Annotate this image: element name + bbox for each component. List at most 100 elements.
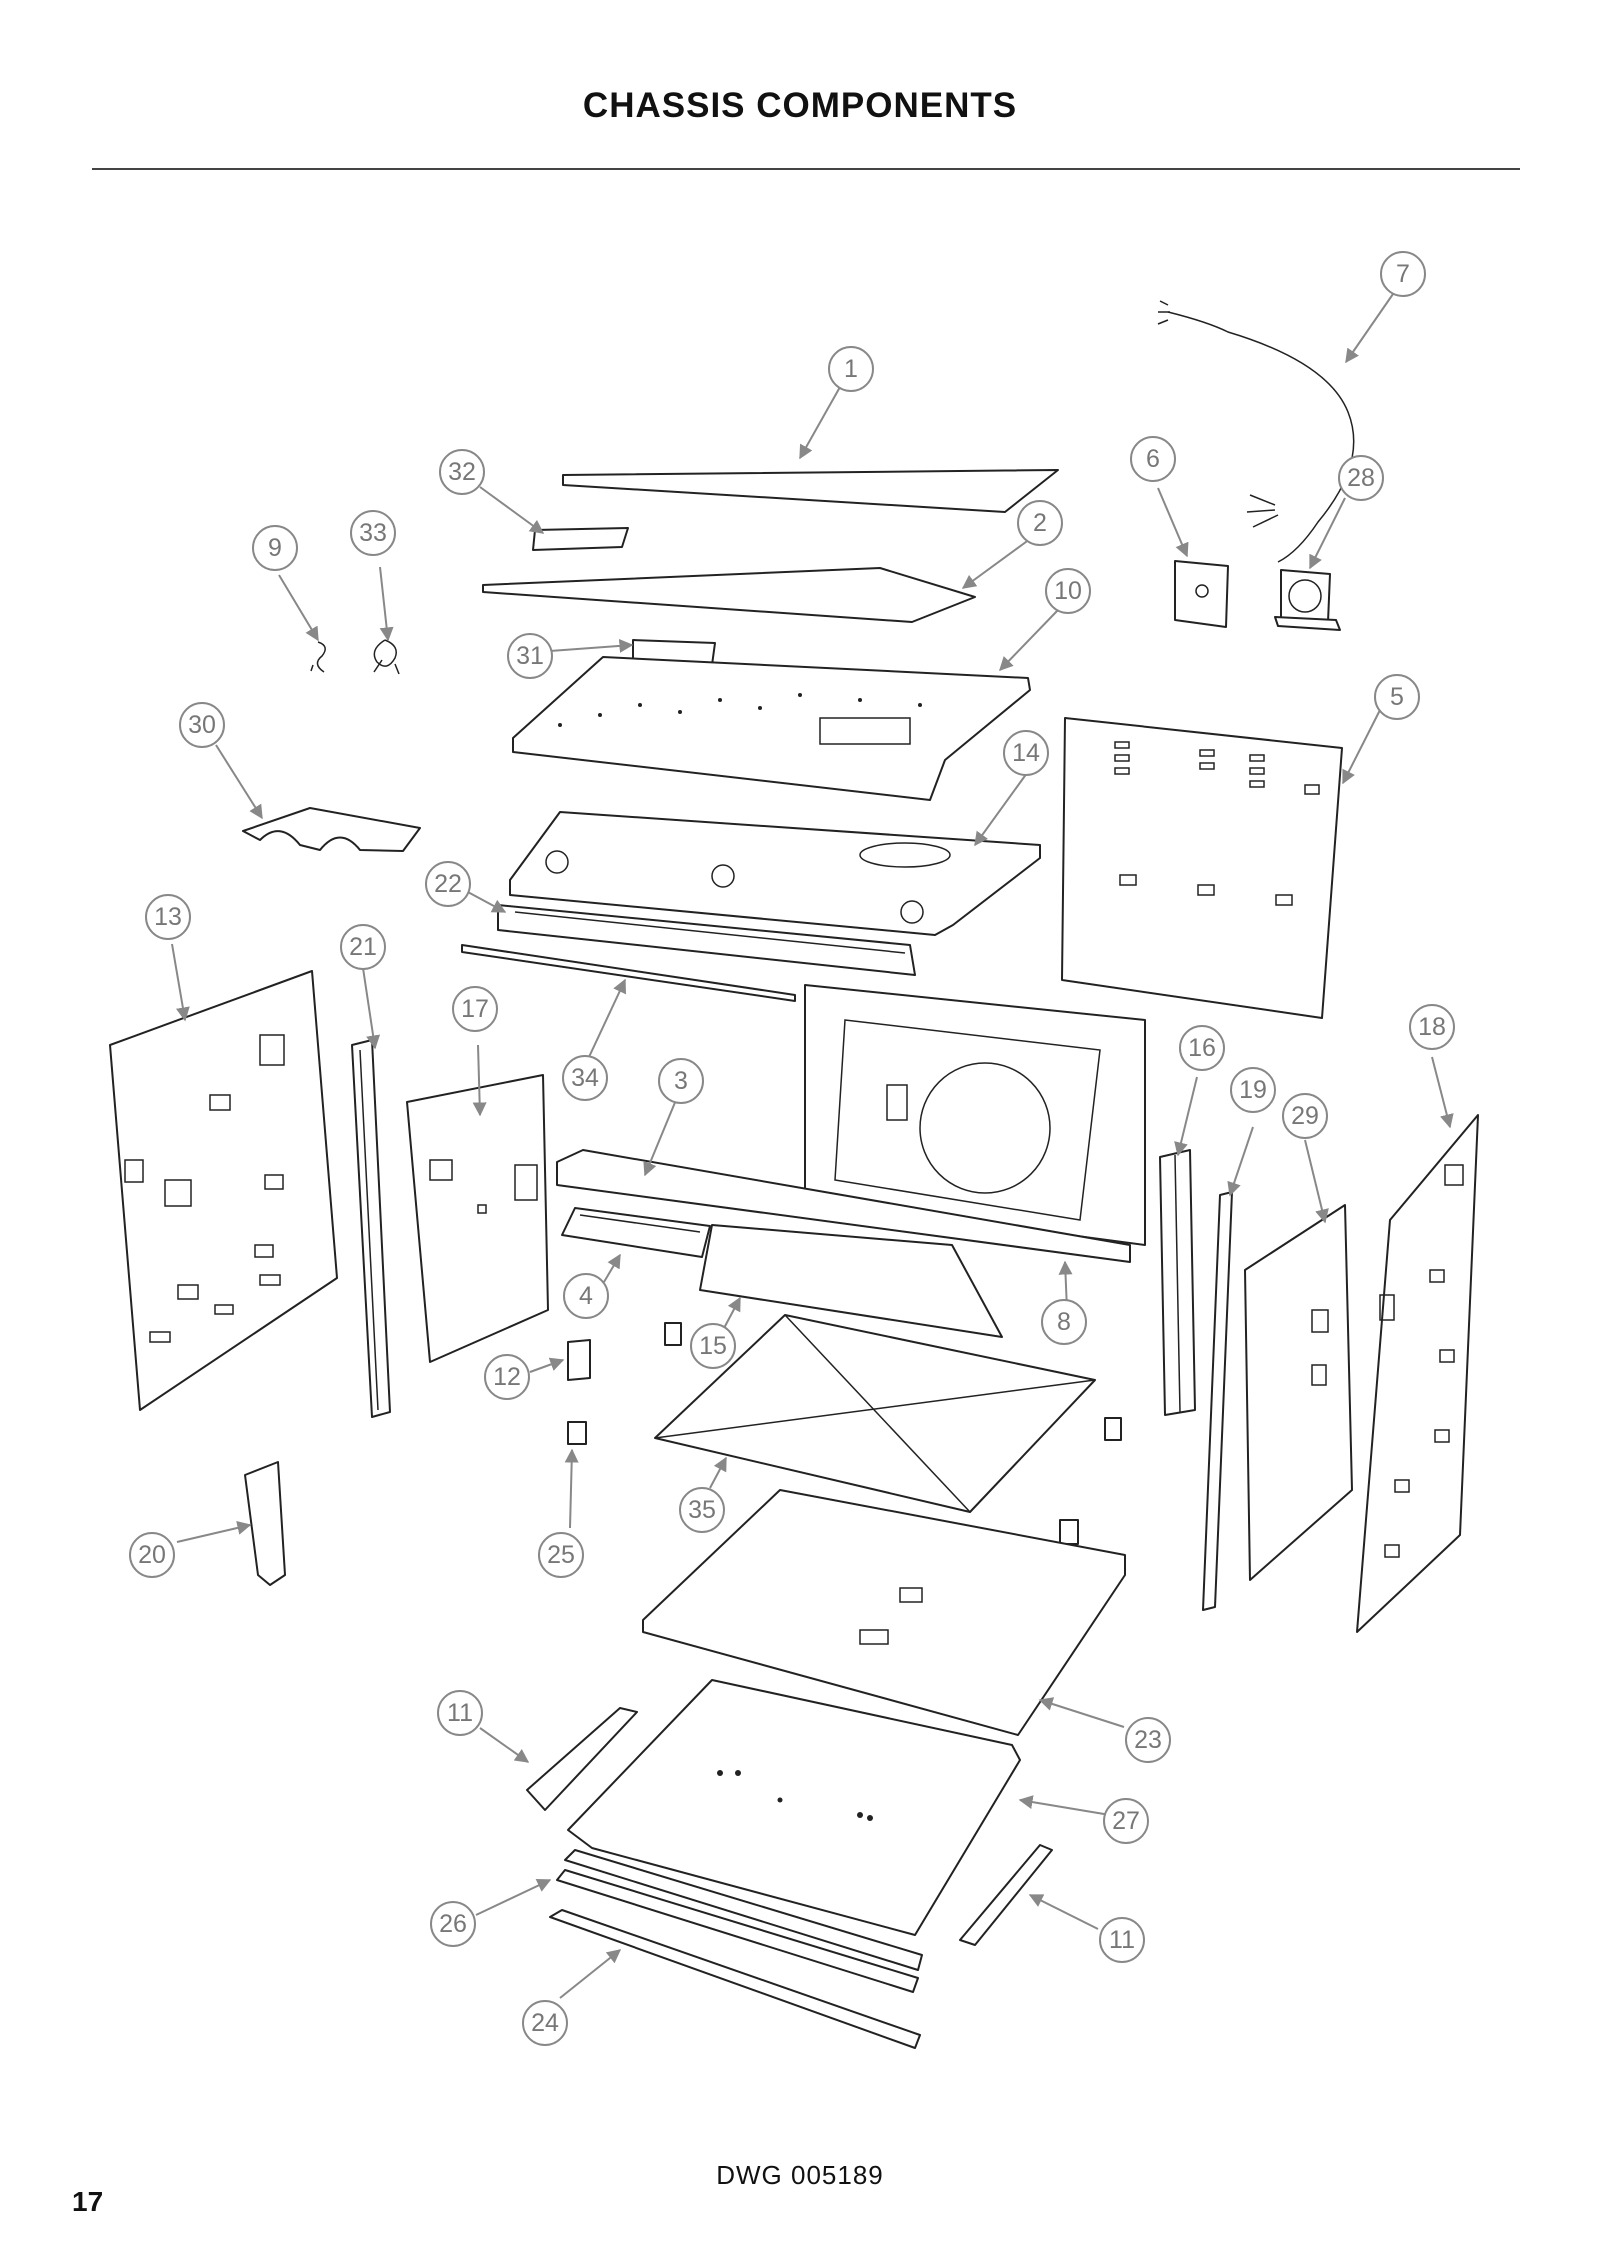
callout-28: 28 — [1338, 455, 1384, 501]
callouts: 1 2 3 4 5 6 7 8 9 10 11 11 12 13 14 15 1… — [129, 251, 1455, 2046]
svg-text:11: 11 — [447, 1699, 473, 1727]
svg-text:31: 31 — [516, 642, 544, 670]
callout-15: 15 — [690, 1323, 736, 1369]
svg-text:17: 17 — [461, 995, 489, 1023]
callout-17: 17 — [452, 986, 498, 1032]
svg-text:29: 29 — [1291, 1102, 1319, 1130]
callout-1: 1 — [828, 346, 874, 392]
callout-11a: 11 — [437, 1690, 483, 1736]
svg-text:19: 19 — [1239, 1076, 1267, 1104]
svg-text:25: 25 — [547, 1541, 575, 1569]
callout-5: 5 — [1374, 674, 1420, 720]
part-30-plate — [242, 807, 421, 852]
svg-text:2: 2 — [1033, 509, 1047, 537]
drawing-number: DWG 005189 — [716, 2160, 884, 2190]
callout-29: 29 — [1282, 1093, 1328, 1139]
svg-text:7: 7 — [1396, 260, 1410, 288]
callout-3: 3 — [658, 1058, 704, 1104]
callout-19: 19 — [1230, 1067, 1276, 1113]
callout-33: 33 — [350, 510, 396, 556]
svg-text:3: 3 — [674, 1067, 688, 1095]
svg-text:18: 18 — [1418, 1013, 1446, 1041]
part-13-side-panel — [109, 970, 338, 1411]
callout-10: 10 — [1045, 568, 1091, 614]
leader-lines — [171, 293, 1454, 1999]
part-29-side-liner — [1244, 1204, 1353, 1581]
callout-13: 13 — [145, 894, 191, 940]
callout-11b: 11 — [1099, 1917, 1145, 1963]
svg-text:21: 21 — [349, 933, 377, 961]
callout-9: 9 — [252, 525, 298, 571]
part-8-cavity-front — [804, 984, 1146, 1246]
callout-18: 18 — [1409, 1004, 1455, 1050]
part-22-rail — [497, 904, 916, 976]
svg-text:35: 35 — [688, 1496, 716, 1524]
part-25-spacer — [567, 1322, 1122, 1545]
callout-8: 8 — [1041, 1299, 1087, 1345]
part-6-bracket — [1174, 560, 1229, 628]
callout-32: 32 — [439, 449, 485, 495]
part-14-baffle — [509, 811, 1041, 936]
callout-21: 21 — [340, 924, 386, 970]
callout-24: 24 — [522, 2000, 568, 2046]
svg-text:5: 5 — [1390, 683, 1404, 711]
svg-text:8: 8 — [1057, 1308, 1071, 1336]
svg-text:27: 27 — [1112, 1807, 1140, 1835]
svg-text:14: 14 — [1012, 739, 1040, 767]
part-3-front-rail — [556, 1149, 1131, 1263]
part-20-foot — [244, 1461, 286, 1586]
part-2-panel — [482, 567, 976, 623]
part-26-rail — [556, 1849, 923, 1993]
callout-7: 7 — [1380, 251, 1426, 297]
callout-31: 31 — [507, 633, 553, 679]
callout-35: 35 — [679, 1487, 725, 1533]
callout-30: 30 — [179, 702, 225, 748]
part-12-block — [567, 1339, 591, 1381]
svg-text:16: 16 — [1188, 1034, 1216, 1062]
part-1-top-panel — [562, 469, 1059, 513]
callout-16: 16 — [1179, 1025, 1225, 1071]
svg-text:9: 9 — [268, 534, 282, 562]
svg-text:30: 30 — [188, 711, 216, 739]
part-28-bracket — [1274, 569, 1341, 631]
svg-text:22: 22 — [434, 870, 462, 898]
part-27-base-pan — [567, 1679, 1021, 1936]
page-title: CHASSIS COMPONENTS — [582, 86, 1018, 125]
part-16-upright — [1159, 1149, 1196, 1416]
svg-text:1: 1 — [844, 355, 858, 383]
part-11-slide-right — [959, 1844, 1053, 1946]
callout-12: 12 — [484, 1354, 530, 1400]
part-9-clip — [310, 641, 326, 673]
svg-text:26: 26 — [439, 1910, 467, 1938]
part-23-floor-panel — [642, 1489, 1126, 1736]
part-5-rear-panel — [1061, 717, 1343, 1019]
callout-4: 4 — [563, 1273, 609, 1319]
callout-22: 22 — [425, 861, 471, 907]
part-19-upright — [1202, 1191, 1233, 1611]
callout-14: 14 — [1003, 730, 1049, 776]
svg-text:23: 23 — [1134, 1726, 1162, 1754]
svg-text:12: 12 — [493, 1363, 521, 1391]
title-rule — [92, 168, 1520, 170]
svg-text:11: 11 — [1109, 1926, 1135, 1954]
svg-text:34: 34 — [571, 1064, 599, 1092]
svg-text:6: 6 — [1146, 445, 1160, 473]
svg-text:4: 4 — [579, 1282, 593, 1310]
svg-text:33: 33 — [359, 519, 387, 547]
callout-27: 27 — [1103, 1798, 1149, 1844]
part-10-top-cover — [512, 656, 1031, 801]
svg-text:20: 20 — [138, 1541, 166, 1569]
svg-text:28: 28 — [1347, 464, 1375, 492]
part-24-rail — [549, 1909, 921, 2049]
part-7-cable — [1157, 300, 1355, 563]
svg-text:24: 24 — [531, 2009, 559, 2037]
part-4-tray — [561, 1207, 711, 1258]
part-33-harness-clip — [373, 639, 400, 675]
part-34-strip — [461, 944, 796, 1002]
callout-23: 23 — [1125, 1717, 1171, 1763]
callout-6: 6 — [1130, 436, 1176, 482]
page-number: 17 — [72, 2186, 104, 2217]
part-18-side-panel — [1356, 1114, 1479, 1633]
callout-20: 20 — [129, 1532, 175, 1578]
